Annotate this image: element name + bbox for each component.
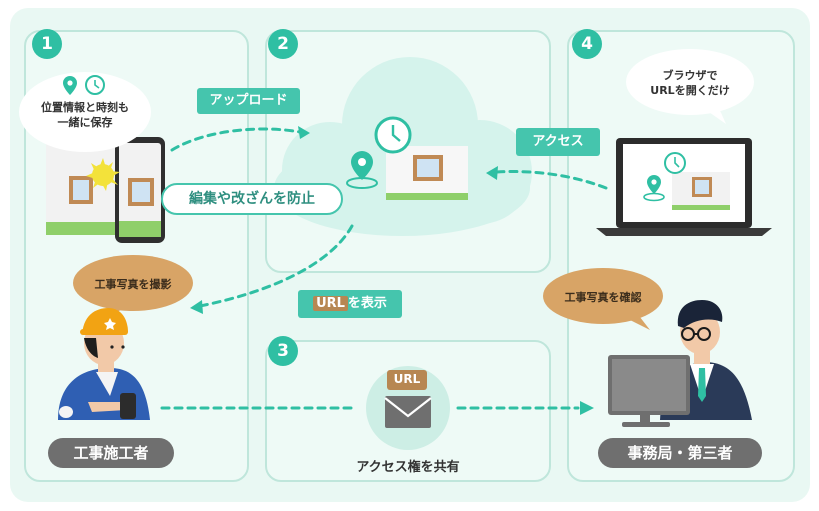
location-pin-icon [346, 151, 378, 189]
worker-speech-shape [73, 255, 193, 311]
step-3-number: 3 [268, 336, 298, 366]
step-1-number: 1 [32, 29, 62, 59]
sun-flash-icon [86, 158, 120, 191]
prevent-tampering-badge: 編集や改ざんを防止 [161, 183, 343, 215]
access-tag: アクセス [516, 128, 600, 156]
office-speech-text: 工事写真を確認 [564, 291, 642, 304]
step-1-bubble-text: 位置情報と時刻も 一緒に保存 [41, 101, 129, 129]
monitor-icon [608, 355, 690, 427]
clock-icon [664, 152, 686, 174]
worker-figure [58, 308, 150, 420]
smartphone-icon [115, 137, 165, 243]
flow-arrows [160, 127, 608, 410]
worker-speech-text: 工事写真を撮影 [94, 278, 172, 291]
location-pin-icon [643, 175, 665, 202]
clock-icon [85, 75, 105, 95]
arrow-heads [190, 126, 594, 415]
step-4-number: 4 [572, 29, 602, 59]
office-speech-shape [543, 268, 663, 324]
clock-icon [374, 116, 412, 154]
step-1-bubble-shape [19, 72, 151, 152]
step-4-bubble-shape [626, 49, 754, 115]
worker-role-pill: 工事施工者 [48, 438, 174, 468]
envelope-url-label: URL [393, 372, 421, 386]
upload-tag: アップロード [197, 88, 300, 114]
laptop-icon [596, 138, 772, 236]
cloud-photo [386, 146, 468, 200]
office-role-pill: 事務局・第三者 [598, 438, 762, 468]
envelope-icon [384, 370, 432, 428]
show-url-tag-suffix: を表示 [347, 296, 387, 311]
step-4-bubble-text: ブラウザで URLを開くだけ [650, 69, 730, 97]
location-pin-icon [63, 76, 77, 95]
step-3-caption: アクセス権を共有 [356, 460, 460, 475]
show-url-tag-url: URL [313, 296, 348, 311]
step-2-number: 2 [268, 29, 298, 59]
